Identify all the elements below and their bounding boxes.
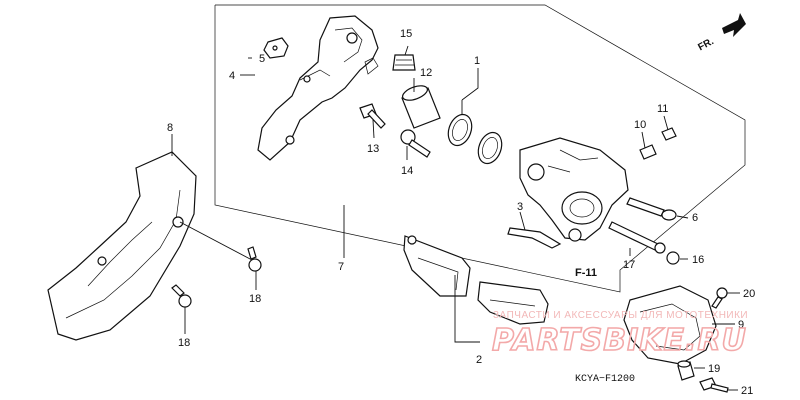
guard-bolt-a-part bbox=[247, 246, 262, 272]
brake-pad-part bbox=[403, 235, 549, 325]
front-direction-arrow-icon bbox=[722, 13, 746, 37]
callout-18-upper: 18 bbox=[249, 293, 261, 305]
callout-20: 20 bbox=[743, 288, 755, 300]
callout-14: 14 bbox=[401, 165, 413, 177]
callout-7: 7 bbox=[338, 261, 344, 273]
long-pin-bolt-part bbox=[608, 221, 666, 254]
caliper-guard-part bbox=[623, 285, 717, 365]
callout-17: 17 bbox=[623, 259, 635, 271]
callout-12: 12 bbox=[420, 67, 432, 79]
callout-15: 15 bbox=[400, 28, 412, 40]
section-reference: F-11 bbox=[575, 267, 597, 279]
callout-13: 13 bbox=[367, 143, 379, 155]
callout-11: 11 bbox=[657, 103, 668, 115]
pad-spring-clip-part bbox=[263, 37, 289, 59]
guard-bolt-b-part bbox=[171, 284, 192, 308]
front-direction-label: FR. bbox=[696, 36, 716, 53]
piston-seal-set-part bbox=[447, 113, 503, 165]
callout-19: 19 bbox=[708, 363, 720, 375]
caliper-body-part bbox=[519, 137, 629, 242]
callout-1: 1 bbox=[474, 55, 480, 67]
pad-pin-part bbox=[626, 197, 677, 221]
bleeder-cap-part bbox=[661, 127, 677, 141]
pin-bolt-part bbox=[359, 103, 386, 129]
guard-bolt-21-part bbox=[699, 377, 729, 393]
pad-spring-part bbox=[507, 227, 562, 249]
plug-part bbox=[666, 251, 680, 265]
caliper-bracket-part bbox=[257, 15, 379, 161]
callout-3: 3 bbox=[517, 201, 523, 213]
assembly-boundary bbox=[214, 4, 746, 293]
collar-part bbox=[677, 360, 695, 381]
disc-guard-part bbox=[47, 151, 197, 341]
bleeder-screw-part bbox=[639, 144, 657, 160]
callout-5: 5 bbox=[259, 53, 265, 65]
caliper-bolt-part bbox=[400, 129, 431, 158]
diagram-code: KCYA−F1200 bbox=[575, 374, 635, 385]
callout-9: 9 bbox=[738, 319, 744, 331]
guard-bolt-20-part bbox=[711, 287, 728, 309]
callout-18-lower: 18 bbox=[178, 337, 190, 349]
piston-part bbox=[401, 85, 441, 129]
callout-6: 6 bbox=[692, 212, 698, 224]
callout-16: 16 bbox=[692, 254, 704, 266]
callout-21: 21 bbox=[741, 385, 753, 397]
callout-2: 2 bbox=[476, 354, 482, 366]
callout-4: 4 bbox=[229, 70, 235, 82]
callout-10: 10 bbox=[634, 119, 646, 131]
leader-lines bbox=[171, 45, 740, 391]
boot-part bbox=[392, 54, 416, 71]
callout-8: 8 bbox=[167, 122, 173, 134]
watermark-caption: ЗАПЧАСТИ И АКСЕССУАРЫ ДЛЯ МОТОТЕХНИКИ bbox=[493, 310, 748, 321]
watermark-brand: PARTSBIKE.RU bbox=[492, 323, 747, 358]
